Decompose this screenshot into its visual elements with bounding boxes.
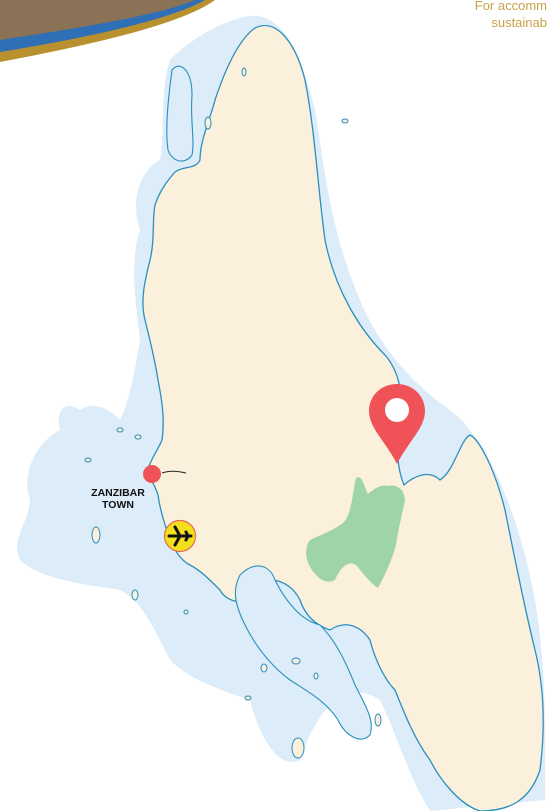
northwest-bay [166,65,194,162]
header-tagline: For accomm sustainab [407,0,547,31]
airplane-icon[interactable] [163,519,197,553]
town-dot-icon[interactable] [140,462,190,484]
location-pin-icon[interactable] [366,382,428,466]
town-label-line-2: TOWN [102,499,134,511]
unguja-island [142,25,544,811]
southern-bay [234,565,372,740]
town-label-line-1: ZANZIBAR [91,487,145,499]
islets [84,67,382,759]
jozani-forest [306,477,405,588]
header-line-1: For accomm [474,0,547,13]
zanzibar-town-label: ZANZIBAR TOWN [80,487,156,511]
header-line-2: sustainab [491,15,547,30]
banner-corner [0,0,215,62]
